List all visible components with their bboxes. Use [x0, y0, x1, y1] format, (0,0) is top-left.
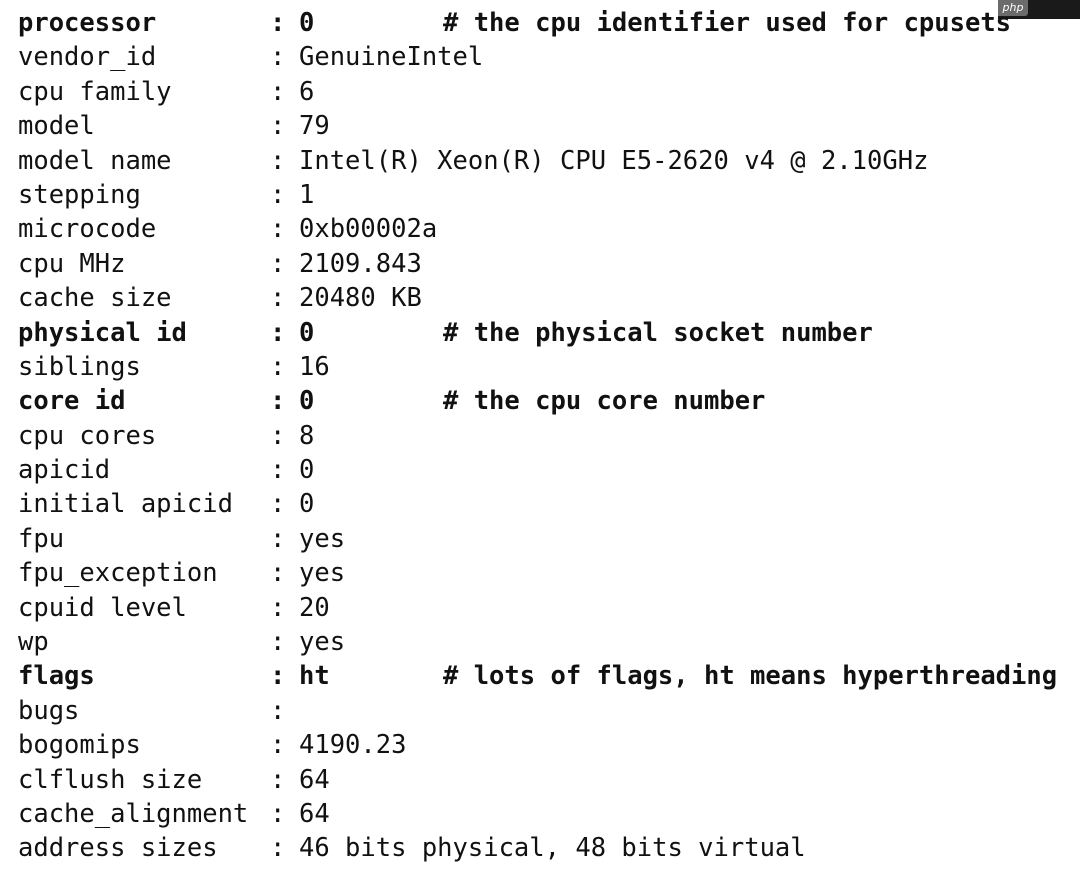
field-key: cpuid level [18, 592, 187, 623]
field-separator: : [270, 111, 286, 142]
field-value: 2109.843 [299, 248, 422, 279]
field-separator: : [270, 214, 286, 245]
field-key: bogomips [18, 730, 141, 761]
field-comment: # the cpu identifier used for cpusets [443, 8, 1012, 38]
field-key: model name [18, 145, 172, 176]
field-separator: : [270, 627, 286, 658]
field-separator: : [270, 317, 286, 348]
field-key: clflush size [18, 764, 203, 795]
field-key: flags [18, 661, 95, 692]
field-comment: # the cpu core number [443, 386, 766, 417]
field-key: cache_alignment [18, 798, 249, 829]
field-separator: : [270, 523, 286, 554]
field-separator: : [270, 248, 286, 279]
field-separator: : [270, 76, 286, 107]
field-separator: : [270, 8, 286, 38]
field-key: model [18, 111, 95, 142]
field-key: initial apicid [18, 489, 233, 520]
field-value: 0 [299, 8, 315, 38]
field-value: 6 [299, 76, 315, 107]
field-separator: : [270, 764, 286, 795]
field-separator: : [270, 179, 286, 210]
field-value: 0 [299, 489, 315, 520]
field-key: cache size [18, 283, 172, 314]
field-key: vendor_id [18, 42, 157, 73]
field-key: cpu MHz [18, 248, 126, 279]
php-watermark: php [998, 0, 1080, 19]
field-value: ht [299, 661, 330, 692]
field-separator: : [270, 420, 286, 451]
field-key: bugs [18, 695, 80, 726]
field-separator: : [270, 455, 286, 486]
field-comment: # lots of flags, ht means hyperthreading [443, 661, 1058, 692]
field-separator: : [270, 489, 286, 520]
field-separator: : [270, 145, 286, 176]
field-value: Intel(R) Xeon(R) CPU E5-2620 v4 @ 2.10GH… [299, 145, 929, 176]
field-value: 16 [299, 351, 330, 382]
field-key: processor [18, 8, 157, 38]
field-value: 4190.23 [299, 730, 407, 761]
field-value: 0xb00002a [299, 214, 438, 245]
field-comment: # the physical socket number [443, 317, 873, 348]
field-key: cpu cores [18, 420, 157, 451]
field-value: 0 [299, 317, 315, 348]
field-value: 1 [299, 179, 315, 210]
field-key: physical id [18, 317, 187, 348]
field-value: GenuineIntel [299, 42, 484, 73]
field-value: 8 [299, 420, 315, 451]
field-value: 0 [299, 386, 315, 417]
field-separator: : [270, 351, 286, 382]
field-key: fpu [18, 523, 65, 554]
field-key: siblings [18, 351, 141, 382]
field-value: 64 [299, 798, 330, 829]
field-value: 0 [299, 455, 315, 486]
field-key: microcode [18, 214, 157, 245]
field-separator: : [270, 558, 286, 589]
php-watermark-label: php [998, 0, 1028, 16]
field-key: core id [18, 386, 126, 417]
field-separator: : [270, 386, 286, 417]
field-key: fpu_exception [18, 558, 218, 589]
field-value: yes [299, 627, 346, 658]
field-key: wp [18, 627, 49, 658]
field-key: cpu family [18, 76, 172, 107]
field-key: apicid [18, 455, 111, 486]
field-value: 64 [299, 764, 330, 795]
field-separator: : [270, 283, 286, 314]
field-value: 20480 KB [299, 283, 422, 314]
field-key: address sizes [18, 833, 218, 864]
field-separator: : [270, 695, 286, 726]
field-separator: : [270, 592, 286, 623]
field-separator: : [270, 42, 286, 73]
field-value: 46 bits physical, 48 bits virtual [299, 833, 806, 864]
field-separator: : [270, 833, 286, 864]
field-separator: : [270, 730, 286, 761]
field-value: yes [299, 523, 346, 554]
field-separator: : [270, 798, 286, 829]
field-value: 20 [299, 592, 330, 623]
field-value: 79 [299, 111, 330, 142]
field-value: yes [299, 558, 346, 589]
field-separator: : [270, 661, 286, 692]
field-key: stepping [18, 179, 141, 210]
